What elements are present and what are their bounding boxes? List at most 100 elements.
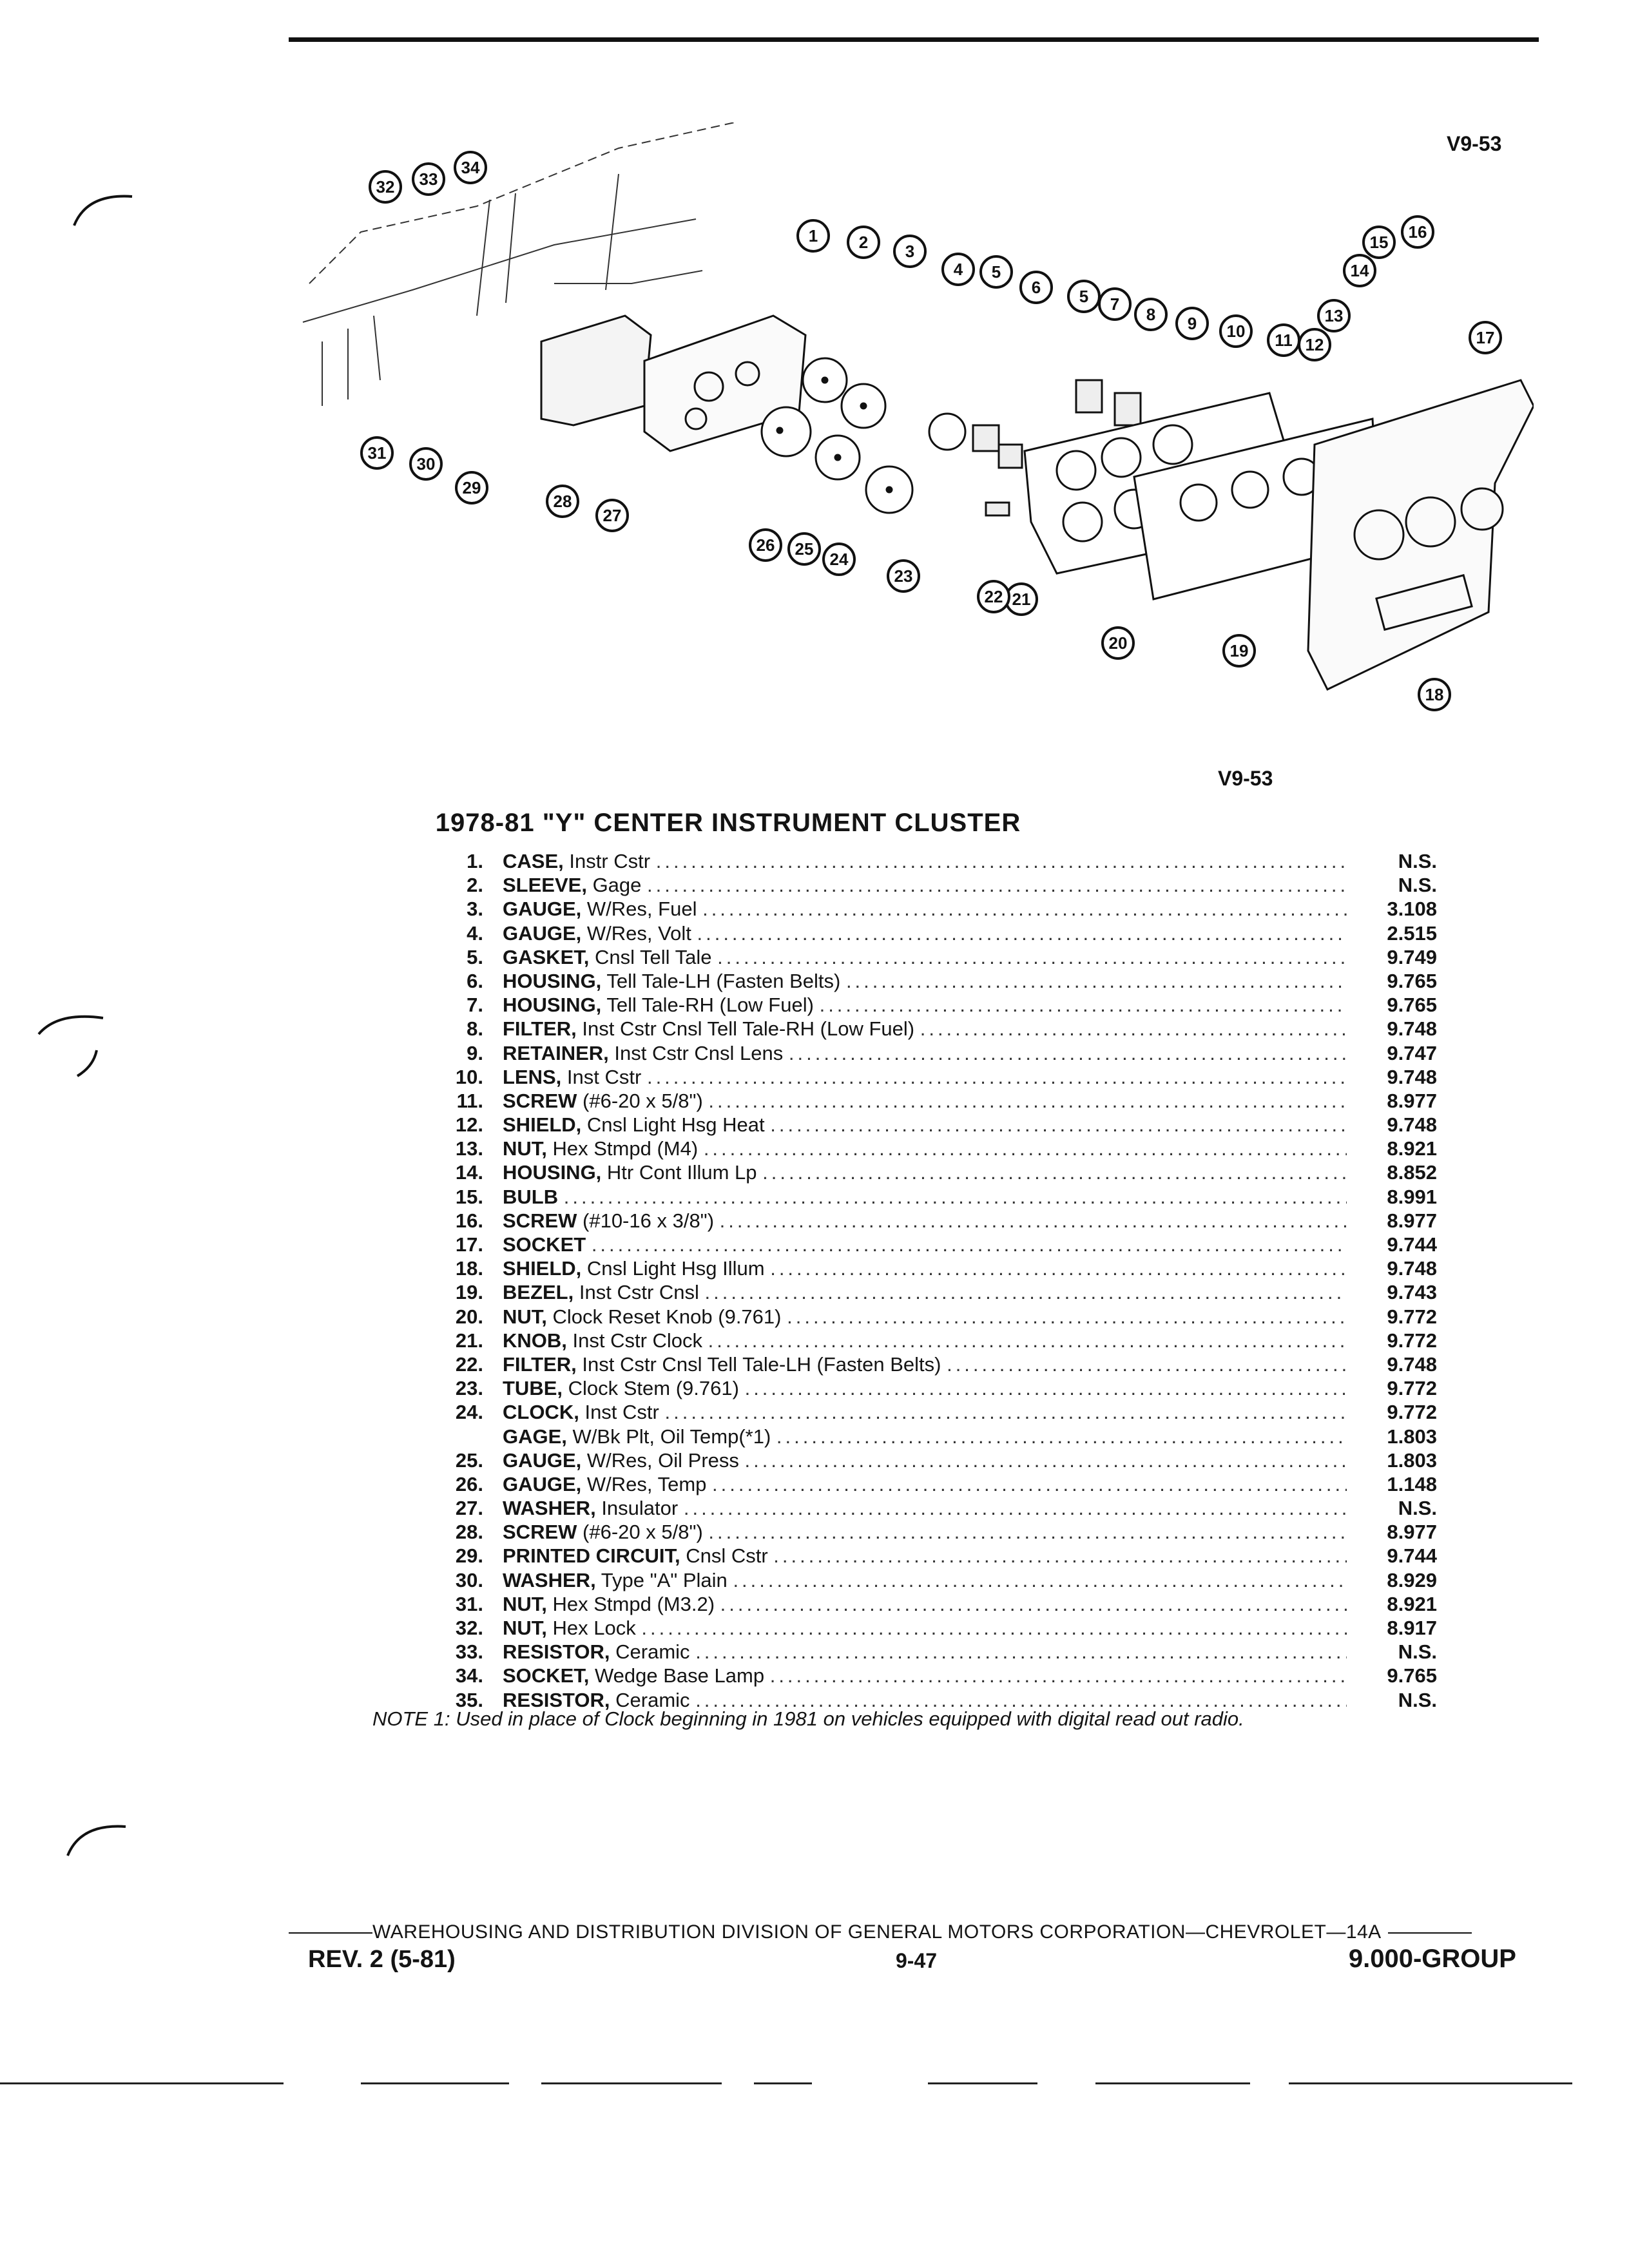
part-name: HOUSING, [503, 994, 602, 1017]
part-description: SCREW (#6-20 x 5/8") ...................… [503, 1520, 1405, 1544]
callout-label: 14 [1351, 261, 1369, 280]
part-detail: Inst Cstr [566, 1065, 642, 1088]
part-name: RETAINER, [503, 1041, 609, 1064]
leader-dots: ........................................… [647, 874, 1405, 897]
part-group-number: 8.921 [1347, 1591, 1437, 1616]
top-rule [289, 37, 1539, 42]
leader-dots: ........................................… [947, 1352, 1405, 1376]
leader-dots: ........................................… [770, 1257, 1405, 1280]
part-group-number: N.S. [1347, 873, 1437, 898]
leader-dots: ........................................… [720, 1592, 1405, 1615]
callout-label: 8 [1146, 305, 1155, 324]
parts-list-row: 33.RESISTOR, Ceramic ...................… [419, 1640, 1437, 1664]
part-description: TUBE, Clock Stem (9.761) ...............… [503, 1376, 1405, 1400]
part-number: 3. [467, 898, 483, 921]
part-description: FILTER, Inst Cstr Cnsl Tell Tale-LH (Fas… [503, 1352, 1405, 1376]
part-description: FILTER, Inst Cstr Cnsl Tell Tale-RH (Low… [503, 1017, 1405, 1041]
callout-3: 3 [893, 235, 927, 268]
part-number: 5. [467, 945, 483, 968]
part-group-number: 9.765 [1347, 968, 1437, 993]
binder-hole-mark [66, 1825, 126, 1856]
callout-5: 5 [1067, 280, 1101, 313]
part-detail: Type "A" Plain [601, 1568, 728, 1591]
part-name: NUT, [503, 1305, 547, 1328]
callout-label: 21 [1012, 590, 1031, 609]
part-name: GAGE, [503, 1425, 567, 1448]
callout-7: 7 [1098, 287, 1132, 321]
leader-dots: ........................................… [845, 969, 1405, 992]
part-detail: Tell Tale-RH (Low Fuel) [606, 994, 814, 1017]
parts-list-row: 4.GAUGE, W/Res, Volt ...................… [419, 921, 1437, 945]
part-number: 25. [455, 1448, 483, 1472]
part-name: GAUGE, [503, 1448, 582, 1472]
leader-dots: ........................................… [776, 1425, 1405, 1448]
leader-dots: ........................................… [683, 1497, 1405, 1520]
part-number: 15. [455, 1185, 483, 1208]
leader-dots: ........................................… [664, 1401, 1405, 1424]
part-group-number: 8.977 [1347, 1208, 1437, 1233]
part-name: RESISTOR, [503, 1640, 610, 1664]
part-number: 27. [455, 1497, 483, 1520]
bottom-edge-mark [541, 2082, 722, 2084]
part-name: PRINTED CIRCUIT, [503, 1544, 680, 1568]
callout-label: 22 [985, 587, 1003, 606]
leader-dots: ........................................… [744, 1448, 1405, 1472]
part-detail: W/Res, Temp [586, 1472, 707, 1495]
callout-2: 2 [847, 226, 880, 259]
parts-list-row: 17.SOCKET ..............................… [419, 1233, 1437, 1256]
gauges [760, 357, 967, 514]
leader-dots: ........................................… [744, 1377, 1405, 1400]
callout-label: 15 [1370, 233, 1389, 252]
part-number: 34. [455, 1664, 483, 1687]
callout-32: 32 [369, 170, 402, 204]
parts-list-row: 3.GAUGE, W/Res, Fuel ...................… [419, 897, 1437, 921]
part-detail: Inst Cstr [584, 1401, 659, 1424]
parts-list-row: 22.FILTER, Inst Cstr Cnsl Tell Tale-LH (… [419, 1352, 1437, 1376]
parts-list-row: 6.HOUSING, Tell Tale-LH (Fasten Belts) .… [419, 968, 1437, 993]
callout-label: 31 [368, 443, 387, 463]
part-description: WASHER, Insulator ......................… [503, 1496, 1405, 1520]
callout-26: 26 [749, 528, 782, 562]
callout-12: 12 [1298, 328, 1331, 361]
instrument-case [643, 314, 807, 452]
parts-list-row: 26.GAUGE, W/Res, Temp ..................… [419, 1472, 1437, 1496]
part-number: 7. [467, 994, 483, 1017]
part-detail: Clock Stem (9.761) [568, 1377, 739, 1400]
part-number: 20. [455, 1305, 483, 1328]
bottom-edge-mark [928, 2082, 1037, 2084]
parts-list-row: 21.KNOB, Inst Cstr Clock ...............… [419, 1328, 1437, 1352]
callout-24: 24 [822, 543, 856, 576]
callout-23: 23 [887, 559, 920, 593]
part-name: SCREW [503, 1089, 577, 1112]
callout-label: 6 [1032, 278, 1041, 297]
part-detail: (#10-16 x 3/8") [583, 1209, 715, 1232]
callout-label: 3 [905, 242, 914, 261]
part-name: BEZEL, [503, 1281, 574, 1304]
leader-dots: ........................................… [703, 1137, 1405, 1160]
leader-dots: ........................................… [788, 1041, 1405, 1064]
part-group-number: 3.108 [1347, 897, 1437, 921]
parts-list-row: 15.BULB ................................… [419, 1184, 1437, 1209]
part-detail: W/Res, Fuel [586, 898, 697, 921]
part-detail: Inst Cstr Clock [572, 1329, 703, 1352]
parts-list-row: 32.NUT, Hex Lock .......................… [419, 1616, 1437, 1640]
part-detail: Cnsl Cstr [686, 1544, 768, 1568]
leader-dots: ........................................… [719, 1209, 1405, 1232]
parts-list-row: 35.RESISTOR, Ceramic ...................… [419, 1687, 1437, 1712]
printed-circuit [540, 314, 652, 427]
callout-label: 25 [795, 539, 814, 559]
callout-30: 30 [409, 447, 443, 481]
leader-dots: ........................................… [712, 1472, 1405, 1495]
callout-label: 1 [809, 226, 818, 245]
part-number: 17. [455, 1233, 483, 1256]
part-description: GAGE, W/Bk Plt, Oil Temp(*1) ...........… [503, 1425, 1405, 1448]
binder-hole-mark [37, 1015, 104, 1077]
callout-11: 11 [1267, 323, 1300, 357]
callout-31: 31 [360, 436, 394, 470]
parts-list: 1.CASE, Instr Cstr .....................… [419, 849, 1437, 1712]
callout-10: 10 [1219, 314, 1253, 348]
part-detail: Inst Cstr Cnsl Tell Tale-LH (Fasten Belt… [582, 1352, 941, 1376]
part-detail: Ceramic [615, 1640, 690, 1664]
group-label: 9.000-GROUP [1348, 1945, 1516, 1973]
part-description: NUT, Hex Lock ..........................… [503, 1616, 1405, 1640]
